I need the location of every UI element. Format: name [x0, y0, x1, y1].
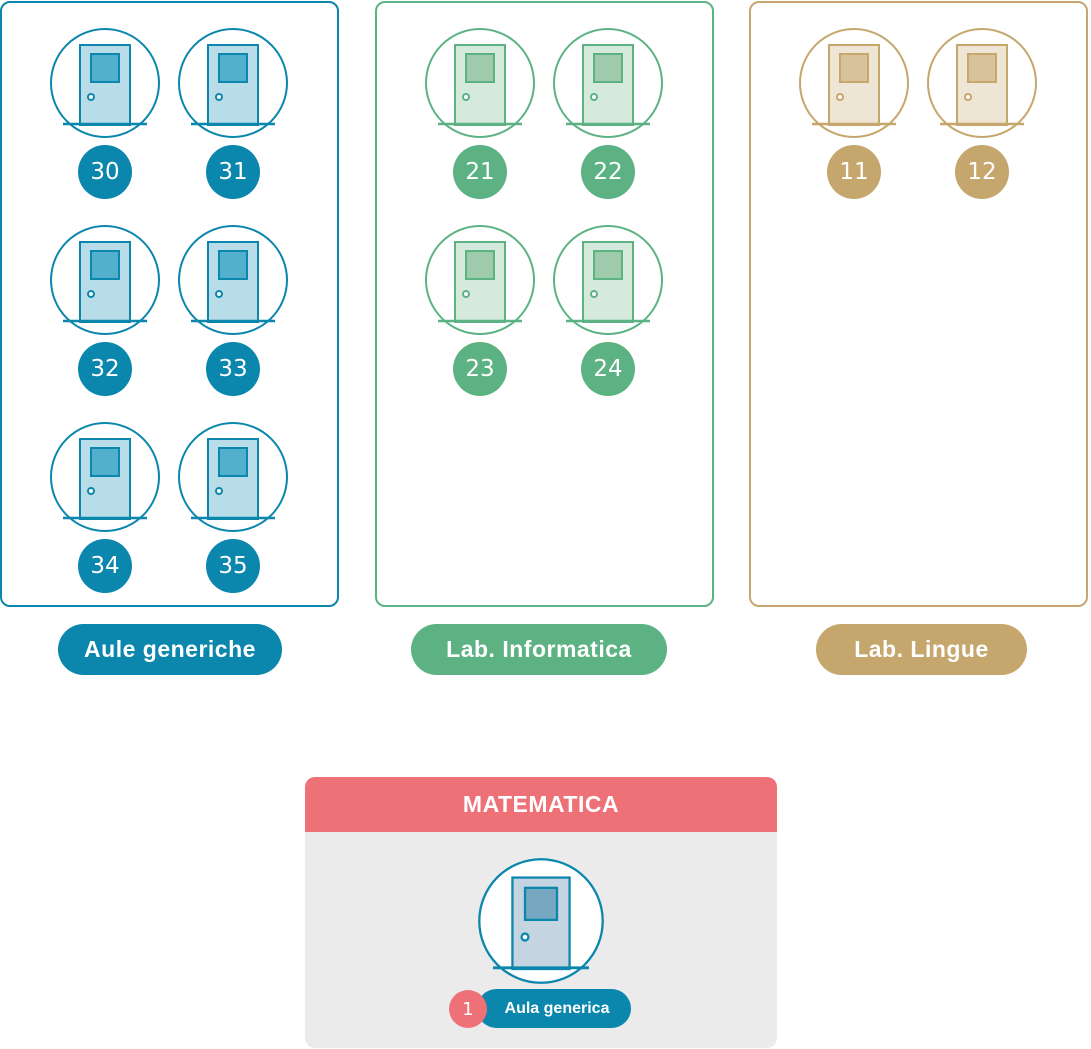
- room-number-badge: 11: [827, 145, 881, 199]
- room-30: 30: [49, 27, 161, 199]
- room-12: 12: [926, 27, 1038, 199]
- room-21: 21: [424, 27, 536, 199]
- room-24: 24: [552, 224, 664, 396]
- room-number-badge: 35: [206, 539, 260, 593]
- room-22: 22: [552, 27, 664, 199]
- door-icon: [178, 225, 288, 335]
- room-11: 11: [798, 27, 910, 199]
- room-34: 34: [49, 421, 161, 593]
- room-number-badge: 30: [78, 145, 132, 199]
- group-label-aule-generiche: Aule generiche: [58, 624, 282, 675]
- door-icon: [425, 225, 535, 335]
- door-icon: [478, 858, 604, 984]
- room-32: 32: [49, 224, 161, 396]
- room-number-badge: 23: [453, 342, 507, 396]
- door-icon: [50, 422, 160, 532]
- door-icon: [425, 28, 535, 138]
- room-number-badge: 24: [581, 342, 635, 396]
- door-icon: [178, 28, 288, 138]
- subject-room-number: 1: [449, 990, 487, 1028]
- room-33: 33: [177, 224, 289, 396]
- subject-card: MATEMATICA 1 Aula generica: [305, 777, 777, 1048]
- door-icon: [50, 28, 160, 138]
- room-number-badge: 12: [955, 145, 1009, 199]
- door-icon: [50, 225, 160, 335]
- room-number-badge: 22: [581, 145, 635, 199]
- door-icon: [178, 422, 288, 532]
- room-number-badge: 31: [206, 145, 260, 199]
- door-icon: [553, 225, 663, 335]
- group-label-lab-informatica: Lab. Informatica: [411, 624, 667, 675]
- group-label-lab-lingue: Lab. Lingue: [816, 624, 1027, 675]
- room-number-badge: 21: [453, 145, 507, 199]
- room-23: 23: [424, 224, 536, 396]
- room-31: 31: [177, 27, 289, 199]
- door-icon: [799, 28, 909, 138]
- subject-title: MATEMATICA: [305, 777, 777, 832]
- door-icon: [553, 28, 663, 138]
- room-number-badge: 33: [206, 342, 260, 396]
- room-number-badge: 34: [78, 539, 132, 593]
- room-35: 35: [177, 421, 289, 593]
- door-icon: [927, 28, 1037, 138]
- room-number-badge: 32: [78, 342, 132, 396]
- subject-room-label: Aula generica: [477, 989, 631, 1028]
